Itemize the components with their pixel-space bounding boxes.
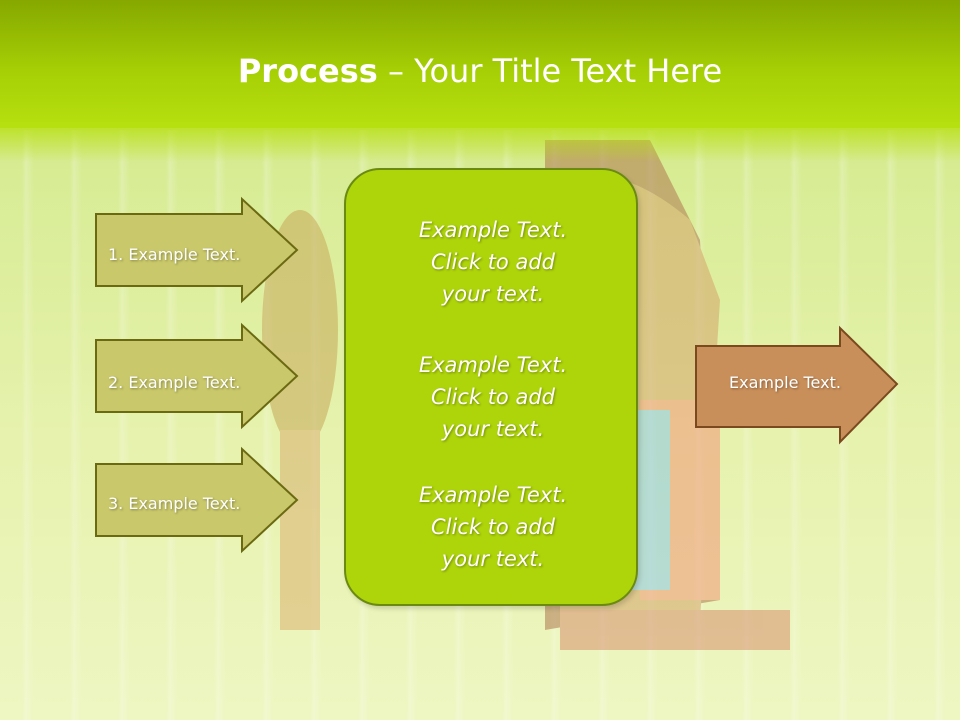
left-arrow-1-label: 1. Example Text.: [108, 245, 241, 264]
right-arrow-label: Example Text.: [729, 373, 841, 392]
center-paragraph-2: Example Text. Click to add your text.: [346, 349, 640, 445]
right-arrow[interactable]: [695, 325, 900, 445]
paragraph-line: Example Text.: [418, 218, 568, 242]
left-arrow-1[interactable]: [95, 196, 300, 304]
center-paragraph-3: Example Text. Click to add your text.: [346, 479, 640, 575]
center-paragraph-1: Example Text. Click to add your text.: [346, 214, 640, 310]
paragraph-line: your text.: [441, 282, 545, 306]
left-arrow-3-label: 3. Example Text.: [108, 494, 241, 513]
paragraph-line: Click to add: [430, 515, 555, 539]
title-bold: Process: [237, 52, 378, 90]
title-bar: [0, 0, 960, 128]
title-rest: – Your Title Text Here: [377, 52, 723, 90]
left-arrow-2-label: 2. Example Text.: [108, 373, 241, 392]
slide-title: Process – Your Title Text Here: [0, 52, 960, 90]
center-text-box[interactable]: Example Text. Click to add your text. Ex…: [344, 168, 638, 606]
title-bar-fade: [0, 122, 960, 162]
paragraph-line: Click to add: [430, 250, 555, 274]
left-arrow-3[interactable]: [95, 446, 300, 554]
paragraph-line: Example Text.: [418, 483, 568, 507]
paragraph-line: your text.: [441, 417, 545, 441]
paragraph-line: Example Text.: [418, 353, 568, 377]
left-arrow-2[interactable]: [95, 322, 300, 430]
paragraph-line: Click to add: [430, 385, 555, 409]
paragraph-line: your text.: [441, 547, 545, 571]
